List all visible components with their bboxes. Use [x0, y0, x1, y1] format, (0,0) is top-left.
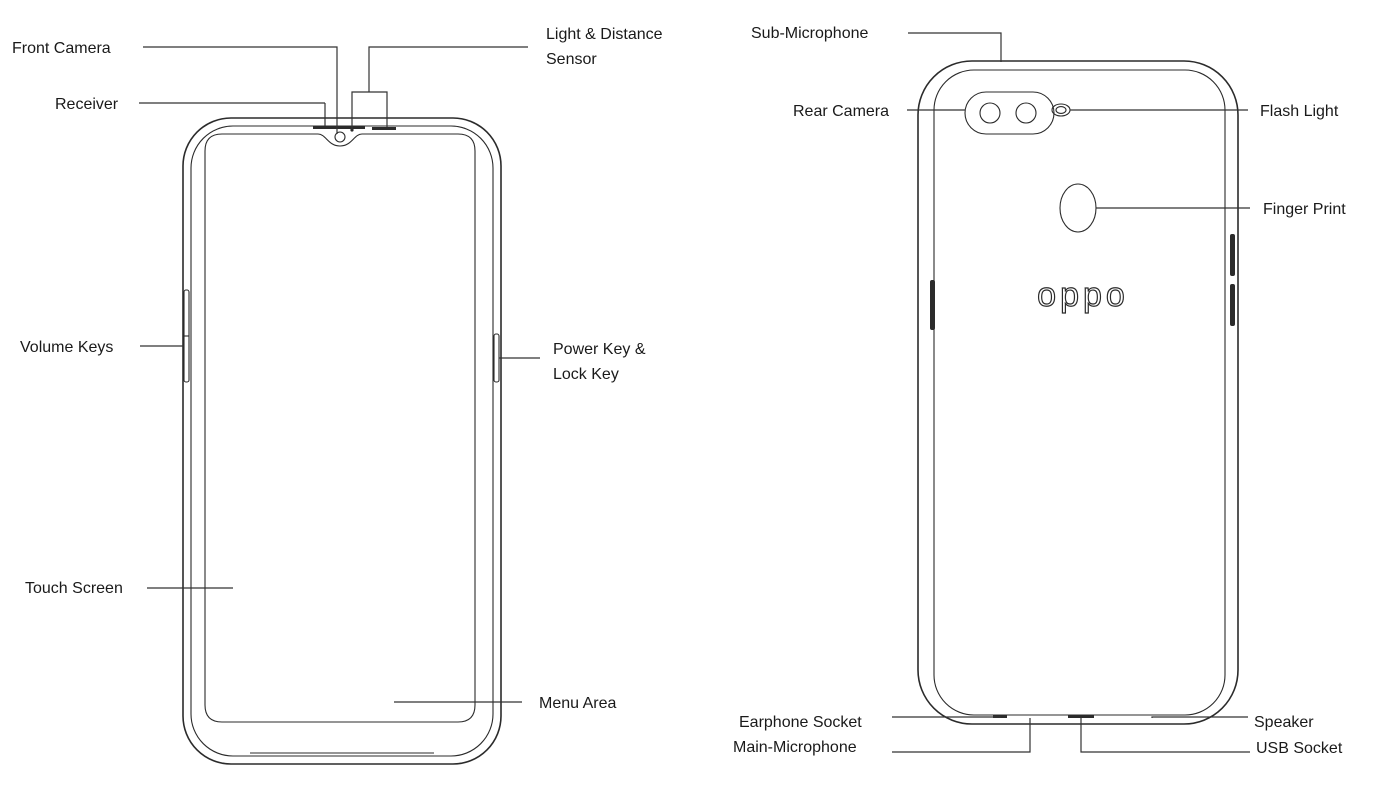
sub-microphone-leader [908, 32, 1002, 62]
front-phone-inner-frame [190, 125, 494, 757]
label-menu-area: Menu Area [539, 695, 616, 712]
back-phone-outer-frame [917, 60, 1239, 725]
front-leader-lines [139, 46, 540, 703]
label-power-key-line1: Power Key & [553, 341, 646, 358]
label-rear-camera: Rear Camera [793, 103, 889, 120]
usb-socket-shape [1068, 715, 1094, 718]
speaker-leader [1151, 716, 1248, 718]
power-key-shape [493, 333, 500, 383]
label-volume-keys: Volume Keys [20, 339, 113, 356]
usb-socket-leader [1080, 718, 1250, 753]
label-main-microphone: Main-Microphone [733, 739, 857, 756]
label-finger-print: Finger Print [1263, 201, 1346, 218]
flash-light-shape [1051, 103, 1071, 117]
label-flash-light: Flash Light [1260, 103, 1339, 120]
label-light-sensor-line2: Sensor [546, 51, 597, 68]
label-earphone-socket: Earphone Socket [739, 714, 862, 731]
rear-camera-lens-1 [979, 102, 1001, 124]
back-right-volume-down [1230, 284, 1235, 326]
label-power-key-line2: Lock Key [553, 366, 619, 383]
earphone-socket-leader [892, 716, 1001, 718]
light-sensor-leader [368, 46, 528, 92]
rear-camera-module [964, 91, 1055, 135]
label-sub-microphone: Sub-Microphone [751, 25, 869, 42]
front-phone-outer-frame [182, 117, 502, 765]
label-receiver: Receiver [55, 96, 119, 113]
label-touch-screen: Touch Screen [25, 580, 123, 597]
flash-light-inner [1055, 106, 1067, 114]
front-camera-leader [143, 46, 338, 134]
front-camera-lens [334, 131, 346, 143]
back-phone: oppo [917, 60, 1239, 725]
front-phone [182, 117, 502, 765]
earpiece-slot [372, 127, 396, 130]
main-microphone-leader [892, 718, 1031, 753]
receiver-grille [313, 126, 365, 129]
label-light-sensor-line1: Light & Distance [546, 26, 663, 43]
rear-camera-lens-2 [1015, 102, 1037, 124]
brand-logo: oppo [1037, 276, 1129, 314]
label-speaker: Speaker [1254, 714, 1314, 731]
finger-print-sensor [1059, 183, 1097, 233]
label-front-camera: Front Camera [12, 40, 111, 57]
touch-screen-outline [204, 133, 476, 723]
label-usb-socket: USB Socket [1256, 740, 1343, 757]
back-left-side-key [930, 280, 935, 330]
back-phone-inner-frame [933, 69, 1226, 716]
back-right-volume-up [1230, 234, 1235, 276]
back-leader-lines [892, 32, 1250, 753]
light-sensor-bracket [351, 91, 388, 130]
